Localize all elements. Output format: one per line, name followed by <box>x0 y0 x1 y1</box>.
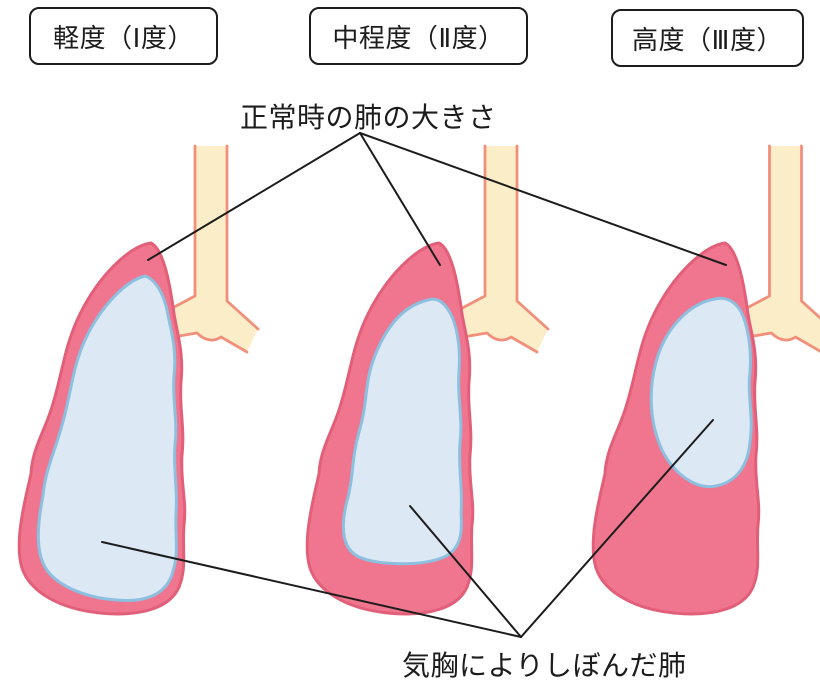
severity-box-moderate-label: 中程度（Ⅱ度） <box>332 22 505 53</box>
collapsed-lung-severe <box>649 296 753 489</box>
severity-box-moderate: 中程度（Ⅱ度） <box>309 7 528 65</box>
leader-line-normal-moderate <box>359 132 441 266</box>
severity-box-mild: 軽度（Ⅰ度） <box>29 7 218 65</box>
leader-line-normal-severe <box>359 132 727 266</box>
normal-lung-size-label: 正常時の肺の大きさ <box>240 102 497 133</box>
severity-box-severe: 高度（Ⅲ度） <box>611 9 804 67</box>
leader-line-normal-mild <box>147 132 361 261</box>
leader-line-collapsed-severe <box>520 419 714 638</box>
leader-line-collapsed-mild <box>101 541 522 638</box>
collapsed-lung-label: 気胸によりしぼんだ肺 <box>402 650 687 681</box>
severity-box-severe-label: 高度（Ⅲ度） <box>632 24 783 55</box>
collapsed-lung-moderate <box>341 297 463 566</box>
leader-line-collapsed-moderate <box>409 505 522 638</box>
severity-box-mild-label: 軽度（Ⅰ度） <box>53 22 194 53</box>
collapsed-lung-mild <box>36 274 178 602</box>
